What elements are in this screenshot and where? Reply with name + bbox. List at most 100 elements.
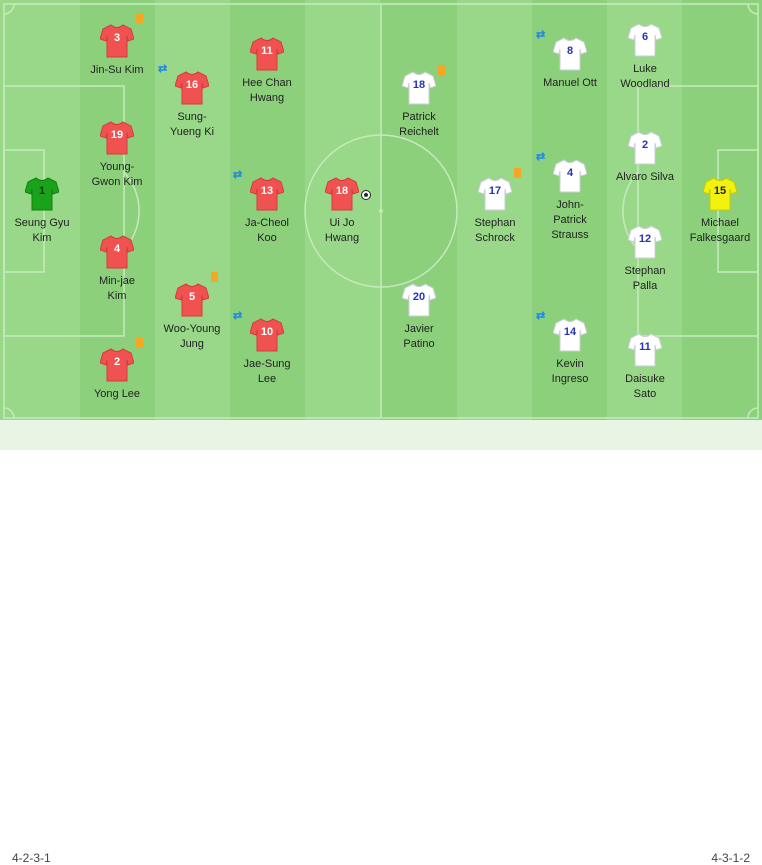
player-name: Michael Falkesgaard bbox=[689, 217, 751, 244]
jersey-number: 12 bbox=[638, 233, 652, 245]
jersey-number: 1 bbox=[38, 185, 46, 197]
jersey-number: 6 bbox=[641, 31, 649, 43]
jersey-number: 15 bbox=[713, 185, 727, 197]
pitch-stripe bbox=[80, 0, 155, 420]
jersey-icon: 14 ⇄ bbox=[536, 311, 587, 353]
yellow-card-icon bbox=[514, 168, 521, 178]
jersey-icon: 15 bbox=[703, 176, 737, 212]
jersey-icon: 6 bbox=[628, 22, 662, 58]
away-player[interactable]: 4⇄John- Patrick Strauss bbox=[522, 152, 618, 243]
player-name: Ja-Cheol Koo bbox=[244, 217, 290, 244]
jersey-icon: 13 ⇄ bbox=[233, 170, 284, 212]
player-name: Woo-Young Jung bbox=[163, 323, 221, 350]
jersey-number: 16 bbox=[185, 79, 199, 91]
player-name: John- Patrick Strauss bbox=[551, 199, 589, 241]
jersey-number: 2 bbox=[641, 139, 649, 151]
jersey-number: 19 bbox=[110, 129, 124, 141]
jersey-icon: 1 bbox=[25, 176, 59, 212]
player-name: Min-jae Kim bbox=[98, 275, 136, 302]
jersey-icon: 11 bbox=[250, 36, 284, 72]
player-name: Javier Patino bbox=[403, 323, 435, 350]
player-name: Ui Jo Hwang bbox=[324, 217, 360, 244]
home-player[interactable]: 10⇄ Jae-Sung Lee bbox=[219, 311, 315, 387]
goal-ball-icon bbox=[361, 190, 371, 200]
jersey-icon: 20 bbox=[402, 282, 436, 318]
player-name: Luke Woodland bbox=[620, 63, 670, 90]
jersey-number: 3 bbox=[113, 32, 121, 44]
yellow-card-icon bbox=[438, 65, 445, 75]
player-name: Young- Gwon Kim bbox=[91, 161, 143, 188]
jersey-number: 11 bbox=[261, 45, 273, 57]
player-name: Hee Chan Hwang bbox=[242, 77, 292, 104]
player-name: Manuel Ott bbox=[543, 77, 597, 89]
jersey-icon: 12 bbox=[628, 224, 662, 260]
substitution-icon: ⇄ bbox=[536, 151, 546, 163]
jersey-icon: 4 bbox=[100, 234, 134, 270]
jersey-icon: 17 bbox=[478, 168, 521, 212]
jersey-icon: 3 bbox=[100, 13, 143, 59]
player-name: Jae-Sung Lee bbox=[243, 358, 291, 385]
jersey-number: 2 bbox=[113, 356, 121, 368]
yellow-card-icon bbox=[211, 272, 218, 282]
jersey-icon: 5 bbox=[175, 272, 218, 318]
pitch-stripe bbox=[155, 0, 230, 420]
jersey-number: 4 bbox=[566, 167, 574, 179]
pitch-markings bbox=[3, 3, 759, 419]
player-name: Daisuke Sato bbox=[625, 373, 665, 400]
player-name: Stephan Schrock bbox=[474, 217, 516, 244]
player-name: Seung Gyu Kim bbox=[14, 217, 70, 244]
jersey-number: 11 bbox=[639, 341, 651, 353]
player-name: Alvaro Silva bbox=[615, 171, 675, 183]
jersey-number: 13 bbox=[260, 185, 274, 197]
jersey-number: 18 bbox=[412, 79, 426, 91]
jersey-icon: 18 bbox=[325, 176, 371, 212]
player-name: Yong Lee bbox=[93, 388, 141, 400]
away-player[interactable]: 14⇄Kevin Ingreso bbox=[522, 311, 618, 387]
home-formation: 4-2-3-1 bbox=[12, 851, 51, 865]
substitution-icon: ⇄ bbox=[536, 310, 546, 322]
jersey-number: 20 bbox=[412, 291, 426, 303]
jersey-icon: 2 bbox=[100, 337, 143, 383]
jersey-icon: 18 bbox=[402, 65, 445, 106]
yellow-card-icon bbox=[136, 13, 143, 23]
jersey-icon: 16 ⇄ bbox=[158, 64, 209, 106]
home-player[interactable]: 16 ⇄ Sung- Yueng Ki bbox=[144, 64, 240, 140]
substitution-icon: ⇄ bbox=[158, 63, 168, 75]
away-formation: 4-3-1-2 bbox=[711, 851, 750, 865]
formation-bar: 4-2-3-1 4-3-1-2 bbox=[0, 420, 762, 865]
player-name: Jin-Su Kim bbox=[90, 64, 144, 76]
jersey-number: 10 bbox=[260, 326, 274, 338]
jersey-number: 17 bbox=[488, 185, 502, 197]
player-name: Stephan Palla bbox=[624, 265, 666, 292]
away-player[interactable]: 8⇄Manuel Ott bbox=[522, 30, 618, 91]
jersey-icon: 2 bbox=[628, 130, 662, 166]
jersey-number: 14 bbox=[563, 326, 577, 338]
home-player[interactable]: 18 Ui Jo Hwang bbox=[294, 176, 390, 246]
substitution-icon: ⇄ bbox=[233, 169, 243, 181]
jersey-icon: 4⇄ bbox=[536, 152, 587, 194]
jersey-icon: 10⇄ bbox=[233, 311, 284, 353]
jersey-number: 8 bbox=[566, 45, 574, 57]
jersey-icon: 8⇄ bbox=[536, 30, 587, 72]
jersey-number: 4 bbox=[113, 243, 121, 255]
jersey-number: 5 bbox=[188, 291, 196, 303]
home-player[interactable]: 13 ⇄ Ja-Cheol Koo bbox=[219, 170, 315, 246]
player-name: Sung- Yueng Ki bbox=[169, 111, 215, 138]
substitution-icon: ⇄ bbox=[536, 29, 546, 41]
